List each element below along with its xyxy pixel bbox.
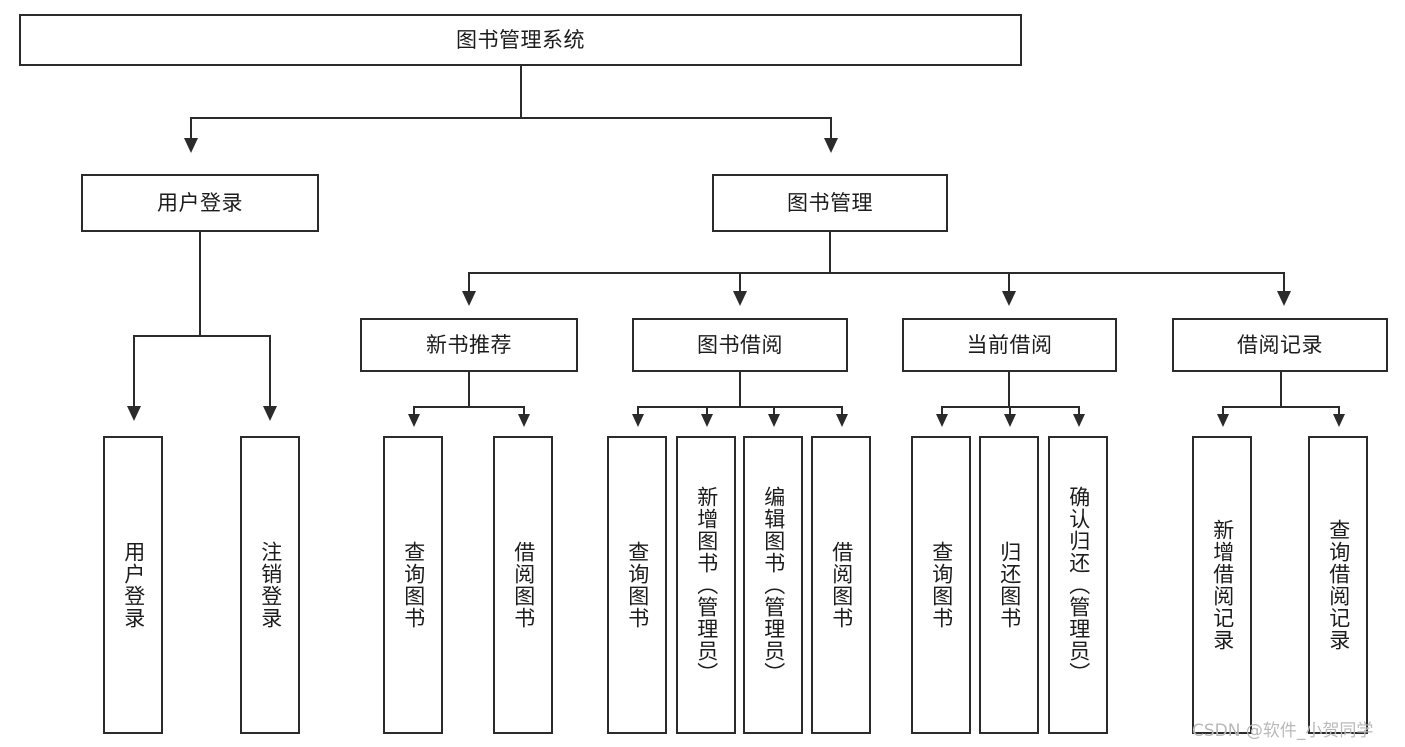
connector-bm-to-borrow-record xyxy=(1283,272,1285,294)
connector-user-login-to-leaf-1 xyxy=(133,335,135,409)
arrow-bb-to-leaf-4 xyxy=(836,414,848,427)
arrow-nbr-to-leaf-2 xyxy=(518,414,530,427)
leaf-label: 查询图书 xyxy=(929,541,954,629)
connector-bb-stem xyxy=(739,372,741,408)
connector-nbr-bar xyxy=(413,406,525,408)
connector-br-to-leaf-2 xyxy=(1338,406,1340,418)
leaf-edit-book[interactable]: 编辑图书（管理员） xyxy=(743,436,803,734)
connector-bm-to-book-borrow xyxy=(739,272,741,294)
arrow-user-login-to-leaf-1 xyxy=(127,406,141,421)
arrow-bb-to-leaf-1 xyxy=(632,414,644,427)
connector-bm-to-new-book xyxy=(468,272,470,294)
connector-book-management-stem xyxy=(829,232,831,274)
arrow-bb-to-leaf-2 xyxy=(701,414,713,427)
connector-user-login-stem xyxy=(199,232,201,336)
leaf-borrow-book-2[interactable]: 借阅图书 xyxy=(811,436,871,734)
connector-bb-to-leaf-4 xyxy=(841,406,843,418)
arrow-cb-to-leaf-2 xyxy=(1004,414,1016,427)
node-label: 新书推荐 xyxy=(426,332,512,357)
connector-nbr-to-leaf-1 xyxy=(413,406,415,418)
connector-cb-to-leaf-3 xyxy=(1078,406,1080,418)
leaf-label: 用户登录 xyxy=(121,541,146,629)
connector-root-bar xyxy=(190,117,831,119)
leaf-label: 新增图书（管理员） xyxy=(694,486,719,684)
node-label: 当前借阅 xyxy=(966,332,1053,357)
node-label: 图书借阅 xyxy=(697,332,783,357)
node-label: 图书管理系统 xyxy=(456,27,585,52)
connector-cb-to-leaf-1 xyxy=(941,406,943,418)
connector-cb-to-leaf-2 xyxy=(1009,406,1011,418)
leaf-label: 借阅图书 xyxy=(511,541,536,629)
connector-cb-stem xyxy=(1008,372,1010,408)
leaf-query-book-1[interactable]: 查询图书 xyxy=(383,436,443,734)
leaf-label: 新增借阅记录 xyxy=(1210,519,1235,651)
arrow-bm-to-borrow-record xyxy=(1277,291,1291,306)
arrow-nbr-to-leaf-1 xyxy=(408,414,420,427)
leaf-label: 借阅图书 xyxy=(829,541,854,629)
node-label: 图书管理 xyxy=(787,190,873,215)
leaf-label: 查询图书 xyxy=(401,541,426,629)
node-root-system[interactable]: 图书管理系统 xyxy=(19,14,1022,66)
node-label: 借阅记录 xyxy=(1237,332,1323,357)
node-borrow-record[interactable]: 借阅记录 xyxy=(1172,318,1388,372)
arrow-bm-to-new-book xyxy=(462,291,476,306)
arrow-root-to-user-login xyxy=(184,138,198,153)
leaf-add-book[interactable]: 新增图书（管理员） xyxy=(676,436,736,734)
arrow-cb-to-leaf-1 xyxy=(936,414,948,427)
node-book-management[interactable]: 图书管理 xyxy=(712,174,948,232)
connector-br-stem xyxy=(1280,372,1282,408)
leaf-label: 查询图书 xyxy=(625,541,650,629)
connector-root-to-book-management xyxy=(830,117,832,141)
arrow-br-to-leaf-2 xyxy=(1333,414,1345,427)
node-book-borrow[interactable]: 图书借阅 xyxy=(632,318,848,372)
watermark-text: CSDN @软件_小贺同学 xyxy=(1192,721,1374,741)
leaf-return-book[interactable]: 归还图书 xyxy=(979,436,1039,734)
connector-bb-to-leaf-1 xyxy=(637,406,639,418)
connector-nbr-to-leaf-2 xyxy=(523,406,525,418)
arrow-root-to-book-management xyxy=(824,138,838,153)
arrow-bm-to-book-borrow xyxy=(733,291,747,306)
connector-user-login-to-leaf-2 xyxy=(269,335,271,409)
leaf-borrow-book-1[interactable]: 借阅图书 xyxy=(493,436,553,734)
leaf-add-record[interactable]: 新增借阅记录 xyxy=(1192,436,1252,734)
leaf-query-book-2[interactable]: 查询图书 xyxy=(607,436,667,734)
connector-br-to-leaf-1 xyxy=(1222,406,1224,418)
arrow-user-login-to-leaf-2 xyxy=(263,406,277,421)
connector-br-bar xyxy=(1222,406,1340,408)
node-new-book-recommend[interactable]: 新书推荐 xyxy=(360,318,578,372)
connector-root-stem xyxy=(520,66,522,118)
connector-root-to-user-login xyxy=(190,117,192,141)
connector-nbr-stem xyxy=(468,372,470,408)
leaf-logout-login[interactable]: 注销登录 xyxy=(240,436,300,734)
leaf-label: 确认归还（管理员） xyxy=(1066,486,1091,684)
leaf-label: 归还图书 xyxy=(997,541,1022,629)
node-user-login[interactable]: 用户登录 xyxy=(81,174,319,232)
connector-bb-to-leaf-3 xyxy=(773,406,775,418)
leaf-confirm-return[interactable]: 确认归还（管理员） xyxy=(1048,436,1108,734)
leaf-label: 编辑图书（管理员） xyxy=(761,486,786,684)
node-current-borrow[interactable]: 当前借阅 xyxy=(902,318,1117,372)
leaf-user-login[interactable]: 用户登录 xyxy=(103,436,163,734)
connector-user-login-bar xyxy=(133,335,271,337)
arrow-cb-to-leaf-3 xyxy=(1073,414,1085,427)
leaf-query-book-3[interactable]: 查询图书 xyxy=(911,436,971,734)
connector-bb-bar xyxy=(637,406,843,408)
connector-book-management-bar xyxy=(468,272,1285,274)
leaf-query-record[interactable]: 查询借阅记录 xyxy=(1308,436,1368,734)
arrow-br-to-leaf-1 xyxy=(1217,414,1229,427)
arrow-bm-to-current-borrow xyxy=(1002,291,1016,306)
connector-bb-to-leaf-2 xyxy=(706,406,708,418)
node-label: 用户登录 xyxy=(157,190,243,215)
arrow-bb-to-leaf-3 xyxy=(768,414,780,427)
leaf-label: 注销登录 xyxy=(258,541,283,629)
leaf-label: 查询借阅记录 xyxy=(1326,519,1351,651)
connector-bm-to-current-borrow xyxy=(1008,272,1010,294)
